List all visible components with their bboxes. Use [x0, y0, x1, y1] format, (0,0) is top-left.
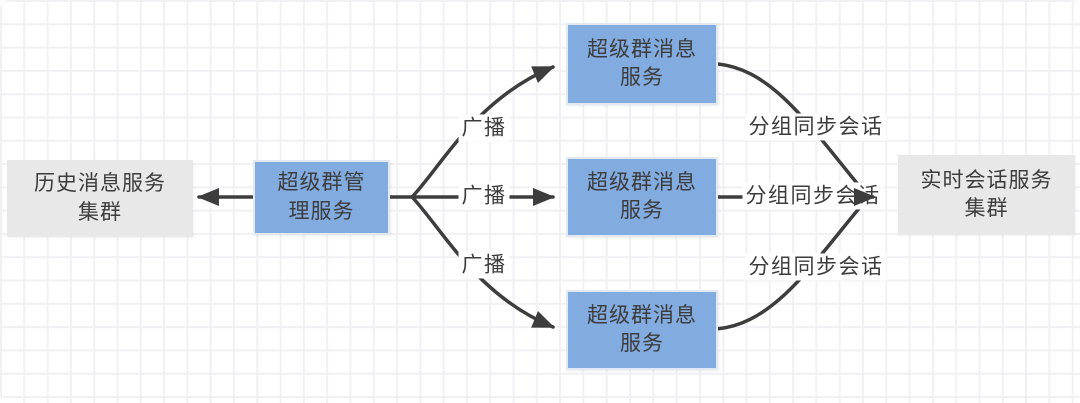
node-supergroup-management-service: 超级群管 理服务 — [253, 160, 390, 235]
node-realtime-session-cluster: 实时会话服务 集群 — [898, 155, 1075, 235]
node-realtime-session-cluster-label: 实时会话服务 集群 — [920, 168, 1053, 220]
edge-label-broadcast-1: 广播 — [458, 114, 510, 142]
edge-sync-bottom — [714, 198, 868, 331]
node-supergroup-management-service-label: 超级群管 理服务 — [277, 171, 366, 223]
node-supergroup-message-service-1: 超级群消息 服务 — [566, 23, 718, 105]
edge-label-sync-3: 分组同步会话 — [745, 253, 887, 281]
edge-label-broadcast-2: 广播 — [458, 182, 510, 210]
edge-sync-top — [716, 62, 868, 196]
node-supergroup-message-service-2: 超级群消息 服务 — [566, 157, 718, 237]
edge-label-sync-1: 分组同步会话 — [745, 113, 887, 141]
node-supergroup-message-service-1-label: 超级群消息 服务 — [587, 37, 697, 89]
node-supergroup-message-service-3: 超级群消息 服务 — [566, 290, 718, 370]
node-supergroup-message-service-2-label: 超级群消息 服务 — [587, 170, 697, 222]
node-history-message-cluster: 历史消息服务 集群 — [7, 160, 193, 237]
node-supergroup-message-service-3-label: 超级群消息 服务 — [587, 303, 697, 355]
node-history-message-cluster-label: 历史消息服务 集群 — [34, 172, 166, 224]
edge-label-broadcast-3: 广播 — [458, 251, 510, 279]
